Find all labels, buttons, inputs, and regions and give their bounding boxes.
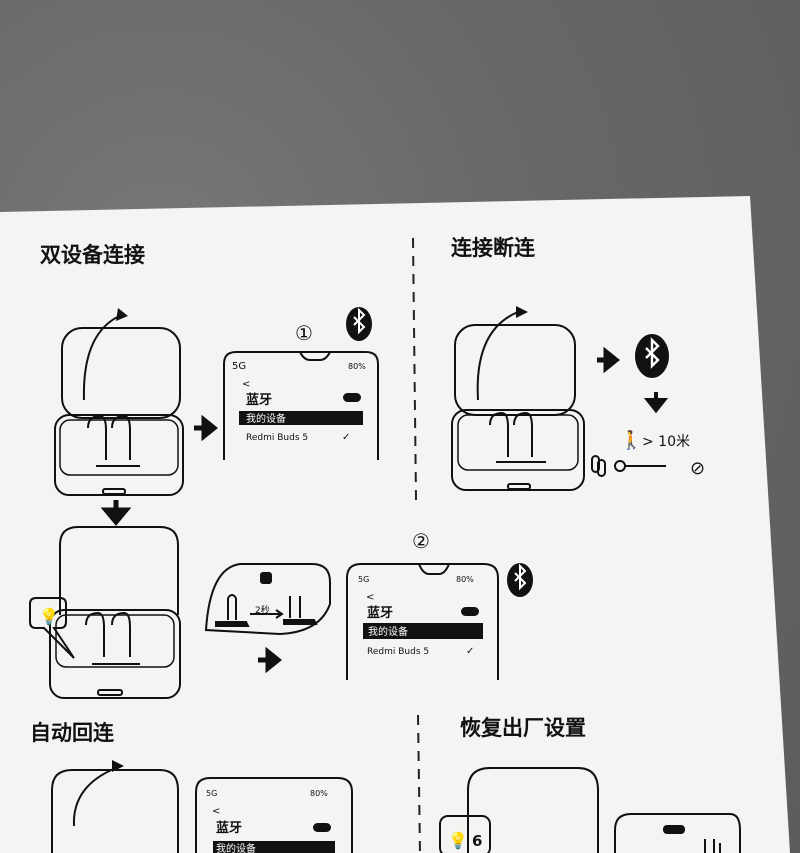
arrow-right-icon — [194, 414, 219, 442]
earbud-case-illustration-5 — [439, 767, 741, 853]
bluetooth-label: 蓝牙 — [246, 392, 272, 408]
arrow-head-icon — [116, 308, 128, 321]
title-disconnect: 连接断连 — [451, 236, 536, 260]
text-label: 5G — [206, 789, 217, 798]
arrow-right-icon-3 — [597, 346, 621, 374]
press-duration: 2秒 — [255, 604, 270, 616]
title-auto-reconnect: 自动回连 — [30, 721, 115, 745]
step-two-label: ② — [412, 529, 430, 553]
lightbulb-icon: 💡 — [39, 607, 59, 626]
walking-person-icon: 🚶 — [620, 429, 642, 451]
text-label: 我的设备 — [216, 842, 256, 853]
lightbulb-icon-2: 💡 — [448, 831, 468, 850]
text-label: Redmi Buds 5 — [367, 647, 429, 657]
press-detail-illustration — [204, 563, 331, 636]
text-label: 5G — [358, 575, 369, 584]
text-label: 蓝牙 — [367, 605, 393, 621]
earbud-case-illustration — [54, 313, 184, 496]
title-factory-reset: 恢复出厂设置 — [460, 716, 586, 740]
vertical-divider-top — [412, 237, 417, 501]
title-dual-device: 双设备连接 — [40, 243, 145, 267]
text-label: < — [242, 379, 250, 390]
text-label: < — [366, 592, 374, 603]
text-label: < — [212, 806, 220, 817]
phone-illustration-3 — [195, 777, 353, 853]
paper-sheet — [0, 196, 790, 853]
vertical-divider-bottom — [417, 714, 421, 853]
text-label: 80% — [310, 789, 328, 798]
text-label: 蓝牙 — [216, 820, 242, 836]
text-label: 80% — [348, 362, 366, 371]
arrow-down-icon-2 — [643, 392, 669, 414]
text-label: 80% — [456, 575, 474, 584]
distance-label: > 10米 — [642, 434, 690, 450]
phone-illustration-2 — [346, 563, 499, 680]
arrow-down-icon — [100, 500, 132, 526]
phone-illustration — [223, 351, 379, 460]
text-label: ✓ — [342, 432, 350, 443]
text-label: ✓ — [466, 646, 474, 657]
link-icon — [591, 455, 666, 477]
press-count: 6 — [472, 832, 482, 850]
disconnected-icon: ⊘ — [690, 458, 705, 479]
device-name: Redmi Buds 5 — [246, 433, 308, 443]
text-label: 我的设备 — [368, 625, 408, 638]
arrow-right-icon-2 — [258, 646, 283, 674]
earbud-case-illustration-3 — [451, 311, 585, 491]
earbud-case-illustration-2 — [29, 526, 181, 699]
text-label: 5G — [232, 361, 246, 372]
step-one-label: ① — [295, 321, 313, 345]
my-devices-label: 我的设备 — [246, 412, 286, 425]
